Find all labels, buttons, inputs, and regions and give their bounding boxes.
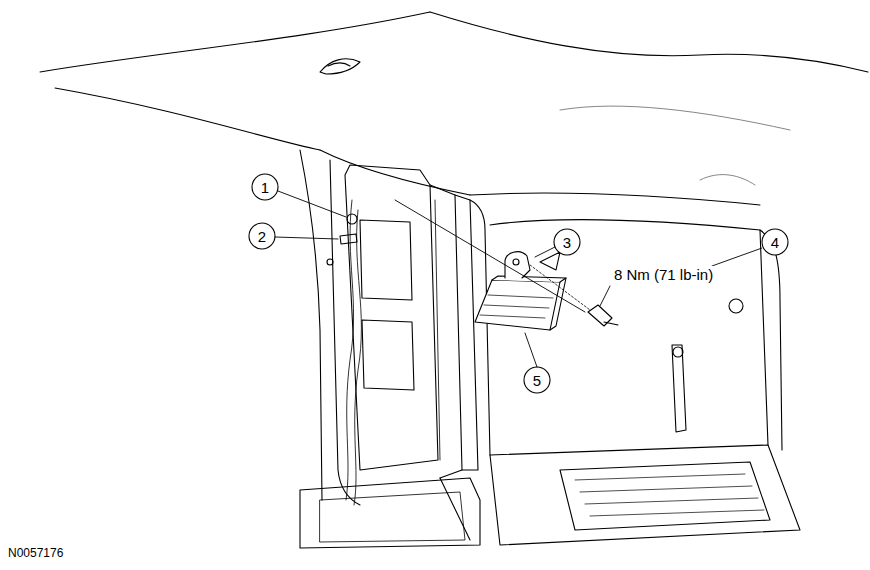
callout-number: 1: [261, 180, 269, 195]
torque-spec: 8 Nm (71 lb-in): [612, 266, 715, 283]
figure-code: N0057176: [8, 547, 63, 559]
callout-number: 3: [563, 235, 571, 250]
callout-number: 4: [771, 235, 779, 250]
callout-number: 5: [533, 373, 541, 388]
callout-number: 2: [258, 229, 266, 244]
